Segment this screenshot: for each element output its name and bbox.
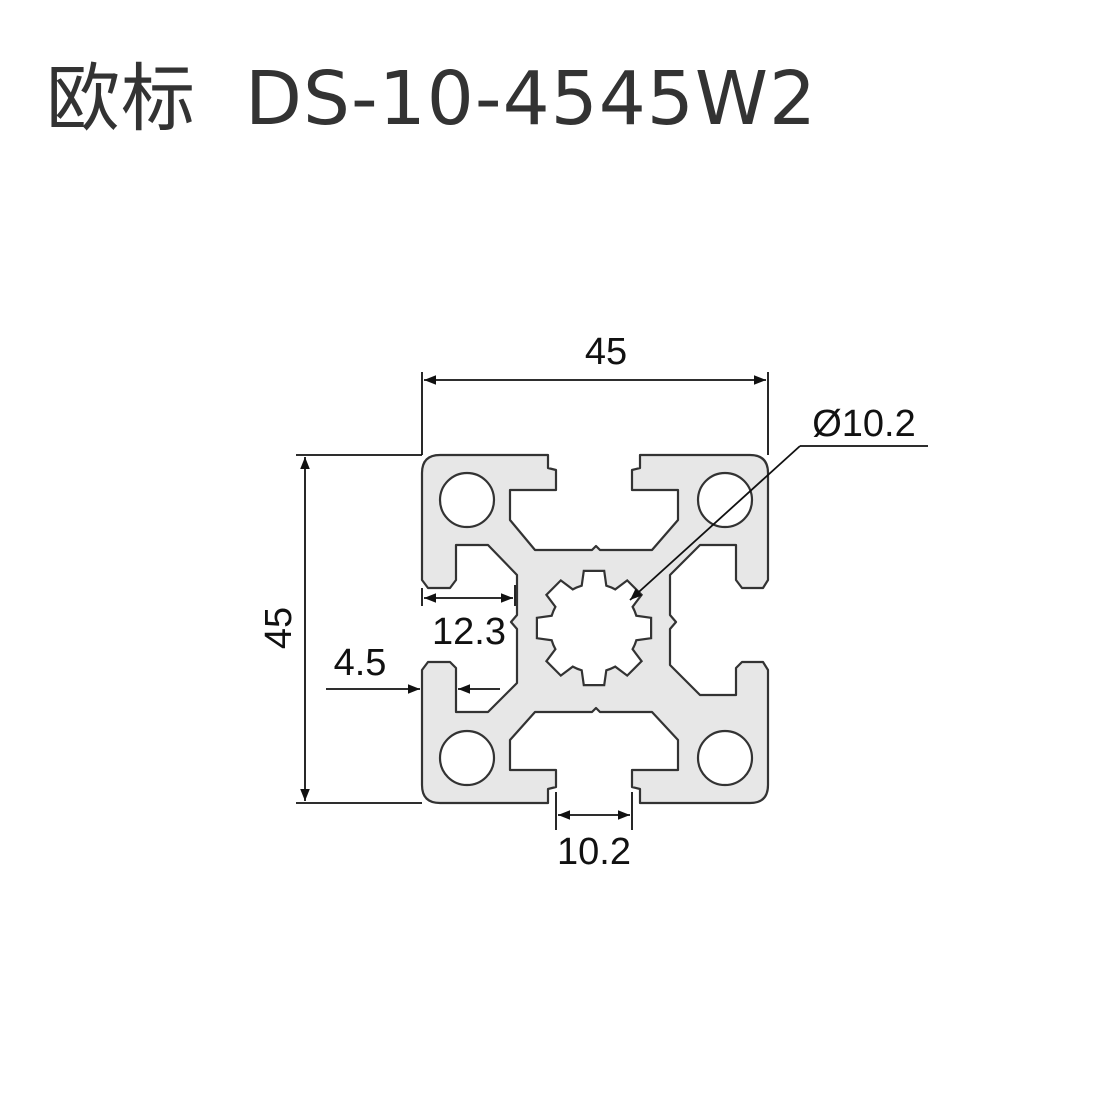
lip-thickness-label: 4.5: [334, 642, 387, 684]
corner-hole-top-left: [438, 471, 496, 529]
bore-diameter-label: Ø10.2: [812, 403, 916, 445]
width-dimension-label: 45: [585, 331, 627, 373]
height-dimension-label: 45: [258, 607, 300, 649]
slot-depth-dimension: 12.3: [421, 585, 516, 653]
center-bore: [535, 569, 653, 687]
lip-thickness-dimension: 4.5: [326, 642, 500, 694]
slot-width-label: 10.2: [557, 831, 631, 873]
bore-diameter-dimension: Ø10.2: [629, 403, 928, 601]
height-dimension: 45: [258, 454, 422, 804]
corner-hole-bottom-right: [696, 729, 754, 787]
width-dimension: 45: [421, 331, 769, 455]
slot-width-dimension: 10.2: [555, 792, 633, 873]
corner-hole-bottom-left: [438, 729, 496, 787]
page-title: 欧标 DS-10-4545W2: [46, 56, 818, 142]
profile-cross-section: [420, 453, 770, 805]
corner-hole-top-right: [696, 471, 754, 529]
slot-depth-label: 12.3: [432, 611, 506, 653]
